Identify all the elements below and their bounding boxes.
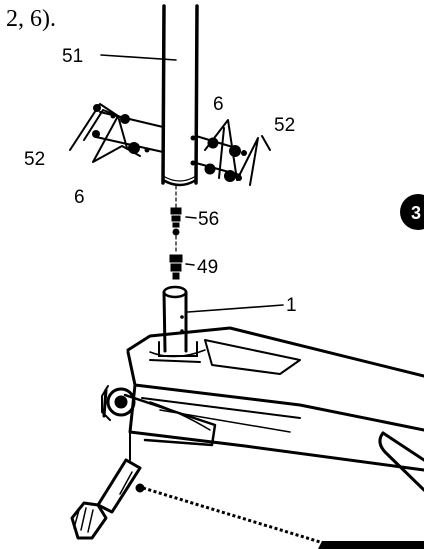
callout-6-top: 6: [213, 94, 224, 115]
callout-52-right: 52: [274, 115, 295, 136]
handle-lever: [70, 458, 145, 540]
cable: [142, 486, 331, 547]
callout-49: 49: [197, 257, 218, 278]
left-bracket: [69, 103, 164, 163]
step-number: 3: [411, 203, 421, 223]
callout-1: 1: [286, 295, 297, 316]
post-base: [149, 285, 206, 358]
bolt-stack: [169, 185, 183, 280]
right-bracket-bolts: [190, 135, 247, 182]
main-frame: [123, 326, 424, 492]
step-badge: 3: [400, 194, 424, 230]
callout-6-left: 6: [74, 187, 85, 208]
callout-51: 51: [62, 46, 83, 67]
left-bracket-bolts: [92, 104, 150, 154]
base-bar: [318, 541, 424, 549]
caption-fragment: 2, 6).: [6, 6, 56, 32]
upright-tube: [161, 4, 199, 187]
leader-lines: [100, 54, 284, 313]
callout-52-left: 52: [24, 149, 45, 170]
side-knob: [101, 385, 136, 421]
callout-56: 56: [198, 209, 219, 230]
